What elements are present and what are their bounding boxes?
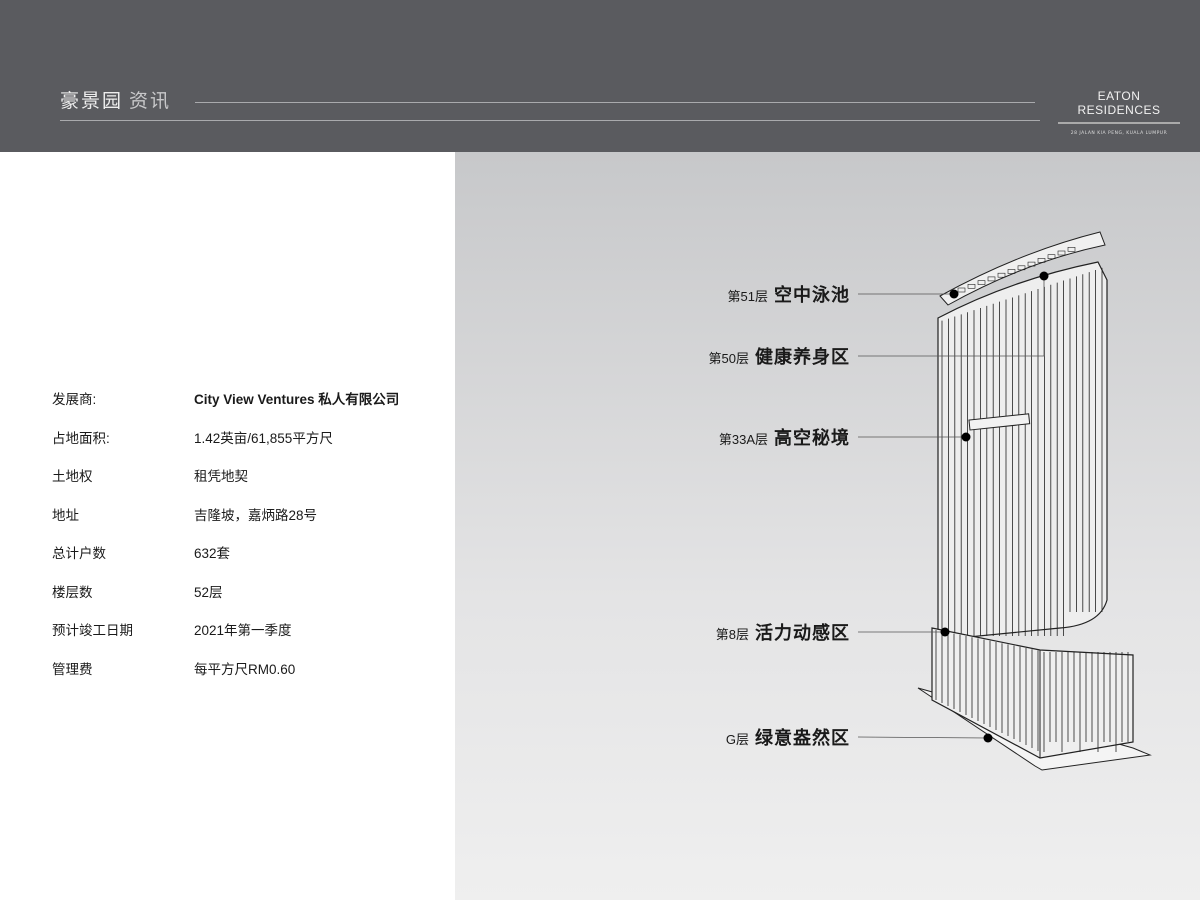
floor-number: 第33A层: [718, 432, 768, 447]
detail-label: 占地面积:: [52, 430, 110, 446]
header: 豪景园资讯 EATON RESIDENCES 28 JALAN KIA PENG…: [0, 0, 1200, 152]
detail-value: 租凭地契: [194, 469, 248, 484]
logo: EATON RESIDENCES 28 JALAN KIA PENG, KUAL…: [1058, 89, 1180, 136]
detail-value: City View Ventures 私人有限公司: [194, 392, 400, 407]
floor-label: 第51层空中泳池: [728, 281, 850, 307]
logo-subtitle: 28 JALAN KIA PENG, KUALA LUMPUR: [1070, 131, 1168, 136]
detail-label: 土地权: [52, 469, 93, 484]
roof-slat: [1017, 265, 1026, 271]
marker-dot: [949, 289, 959, 299]
roof-slat: [1037, 258, 1046, 263]
brand-title: 豪景园资讯: [60, 86, 171, 113]
podium: [931, 627, 1134, 759]
roof-slat: [957, 287, 966, 293]
floor-number: 第51层: [727, 289, 768, 304]
divider: [60, 120, 1040, 121]
roof-slat: [977, 280, 986, 285]
marker-dot: [983, 733, 993, 743]
floor-name: 高空秘境: [774, 428, 850, 449]
floor-name: 绿意盎然区: [755, 728, 850, 749]
sky-garden: [968, 413, 1031, 431]
floor-label: 第50层健康养身区: [709, 343, 850, 369]
floor-label: G层绿意盎然区: [726, 724, 850, 750]
marker-dot: [961, 432, 971, 442]
detail-value: 每平方尺RM0.60: [194, 661, 296, 677]
details-panel: [0, 152, 455, 900]
floor-number: G层: [725, 732, 749, 747]
detail-label: 总计户数: [52, 546, 106, 561]
roof-slat: [967, 284, 976, 289]
detail-value: 2021年第一季度: [194, 623, 292, 638]
roof-slat: [987, 276, 996, 282]
detail-value: 632套: [194, 546, 231, 561]
detail-value: 吉隆坡，嘉炳路28号: [194, 507, 318, 523]
floor-name: 健康养身区: [755, 347, 850, 368]
detail-label: 发展商:: [52, 392, 97, 407]
leader-line: [858, 276, 1045, 357]
roof-slat: [1047, 254, 1056, 259]
detail-label: 管理费: [52, 661, 93, 677]
section-name: 资讯: [129, 90, 172, 112]
roof-crown: [939, 231, 1106, 306]
tower-body: [937, 261, 1108, 641]
detail-label: 楼层数: [52, 584, 93, 600]
roof-slat: [997, 272, 1006, 278]
floor-number: 第50层: [708, 351, 749, 366]
brand-name: 豪景园: [60, 90, 124, 112]
floor-number: 第8层: [715, 627, 749, 642]
detail-label: 预计竣工日期: [52, 623, 133, 638]
building-illustration: [857, 231, 1152, 771]
floor-label: 第33A层高空秘境: [719, 424, 850, 450]
marker-dot: [1039, 271, 1049, 281]
detail-label: 地址: [52, 507, 79, 523]
detail-value: 52层: [194, 584, 223, 600]
floor-name: 空中泳池: [774, 285, 850, 306]
detail-value: 1.42英亩/61,855平方尺: [194, 430, 333, 446]
marker-dot: [940, 627, 950, 637]
divider: [195, 102, 1035, 103]
logo-title: EATON RESIDENCES: [1077, 89, 1161, 117]
roof-slat: [1057, 250, 1066, 256]
floor-name: 活力动感区: [755, 623, 850, 644]
roof-slat: [1027, 261, 1036, 267]
roof-slat: [1067, 247, 1076, 252]
building-panel: [455, 152, 1200, 900]
floor-label: 第8层活力动感区: [716, 619, 850, 645]
roof-slat: [1007, 269, 1016, 274]
leader-line: [857, 736, 989, 739]
